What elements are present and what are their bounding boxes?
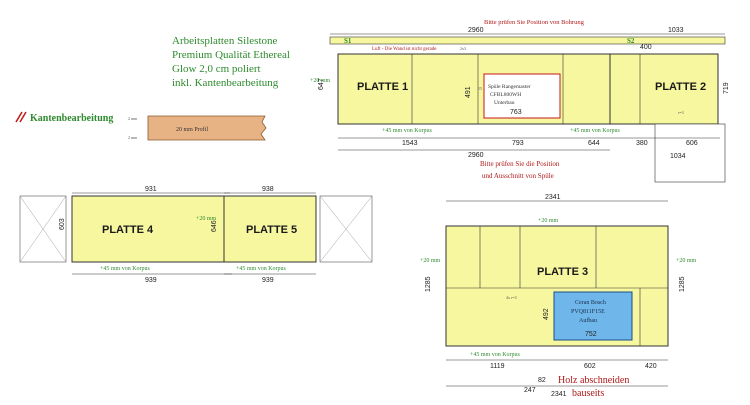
dim-719: 719	[723, 82, 730, 94]
hob-line-3: Aufbau	[579, 317, 597, 324]
edge-legend: Kantenbearbeitung 20 mm Profil 2 mm 2 mm	[15, 111, 267, 141]
radius-p2: r=3	[678, 110, 684, 115]
dim-938: 938	[262, 186, 274, 193]
plate-5-label: PLATTE 5	[246, 224, 297, 236]
overhang-p1: +45 mm von Korpus	[382, 128, 433, 134]
plate-4-label: PLATTE 4	[102, 224, 154, 236]
dim-602: 602	[584, 363, 596, 370]
sink-note-1: Bitte prüfen Sie die Position	[480, 160, 560, 168]
thickness-bottom: 2 mm	[128, 135, 138, 140]
dim-420: 420	[645, 363, 657, 370]
sink-note-2: und Ausschnitt von Spüle	[482, 172, 554, 180]
plus20-p3-top: +20 mm	[538, 218, 559, 224]
dim-939-b: 939	[262, 277, 274, 284]
dim-2960-top: 2960	[468, 27, 484, 34]
header-line-2: Premium Qualität Ethereal	[172, 49, 290, 61]
header-text: Arbeitsplatten Silestone Premium Qualitä…	[172, 35, 290, 89]
dim-491: 491	[465, 86, 472, 98]
dim-247: 247	[524, 387, 536, 394]
sink-line-1: Spüle Rangemaster	[488, 84, 531, 90]
dim-400: 400	[640, 44, 652, 51]
sink-line-2: CFBL800WH	[490, 92, 521, 98]
dim-380: 380	[636, 140, 648, 147]
edge-legend-label: Kantenbearbeitung	[30, 113, 113, 124]
dim-647: 647	[318, 78, 325, 90]
segment-strip	[329, 36, 726, 45]
plus20-p5: +20 mm	[196, 216, 217, 222]
wood-profile-shape	[147, 115, 267, 141]
plate-3-group: 2341 +20 mm +20 mm +20 mm PLATTE 3 Ceran…	[420, 194, 697, 399]
wood-note-2: bauseits	[572, 388, 604, 399]
dim-931: 931	[145, 186, 157, 193]
overhang-p4: +45 mm von Korpus	[100, 266, 151, 272]
header-line-1: Arbeitsplatten Silestone	[172, 35, 278, 47]
overhang-p5: +45 mm von Korpus	[236, 266, 287, 272]
hob-cutout	[553, 291, 633, 341]
hob-radius: 4x r=3	[506, 295, 517, 300]
sink-cutout	[483, 73, 561, 119]
plate-1-label: PLATTE 1	[357, 81, 408, 93]
cross-line	[319, 195, 373, 263]
dim-1034: 1034	[670, 153, 686, 160]
dim-793: 793	[512, 140, 524, 147]
plate-5-group: 938 PLATTE 5 +20 mm 646 +45 mm von Korpu…	[196, 186, 373, 284]
plate-4	[71, 195, 233, 263]
dim-763: 763	[510, 109, 522, 116]
dim-939-a: 939	[145, 277, 157, 284]
dim-2341-top: 2341	[545, 194, 561, 201]
profile-label: 20 mm Profil	[176, 126, 208, 133]
header-line-3: Glow 2,0 cm poliert	[172, 63, 261, 75]
dim-492: 492	[543, 308, 550, 320]
dim-1543: 1543	[402, 140, 418, 147]
segment-s1: S1	[344, 37, 352, 45]
edge-mark-icon	[15, 111, 23, 123]
thickness-top: 2 mm	[128, 116, 138, 121]
overhang-p2: +45 mm von Korpus	[570, 128, 621, 134]
plate-5	[223, 195, 317, 263]
hob-line-2: PVQ811F15E	[571, 309, 605, 315]
edge-mark-icon	[19, 111, 27, 123]
sink-top-note: Bitte prüfen Sie Position von Bohrung	[484, 19, 585, 26]
header-line-4: inkl. Kantenbearbeitung	[172, 77, 279, 89]
wood-note-1: Holz abschneiden	[558, 375, 629, 386]
hob-line-1: Ceran Bosch	[575, 300, 606, 306]
overhang-p3: +45 mm von Korpus	[470, 352, 521, 358]
plus20-p3-right: +20 mm	[676, 258, 697, 264]
plate-2-label: PLATTE 2	[655, 81, 706, 93]
dim-1285-right: 1285	[679, 276, 686, 292]
dim-1285-left: 1285	[425, 276, 432, 292]
dim-646: 646	[211, 220, 218, 232]
dim-1033: 1033	[668, 27, 684, 34]
dim-15: 15	[478, 86, 482, 91]
dim-82: 82	[538, 377, 546, 384]
top-layout: 2960 1033 Bitte prüfen Sie Position von …	[310, 19, 730, 183]
plate-3-label: PLATTE 3	[537, 266, 588, 278]
appliance-box	[654, 123, 726, 183]
plate-2	[609, 53, 719, 125]
dim-2960-bottom: 2960	[468, 152, 484, 159]
sink-line-3: Unterbau	[494, 100, 515, 106]
dim-603: 603	[59, 218, 66, 230]
plus20-top: +20 mm	[310, 78, 331, 84]
dim-2341-bottom: 2341	[551, 391, 567, 398]
cross-line	[19, 195, 67, 263]
plus20-p3-left: +20 mm	[420, 258, 441, 264]
segment-s2: S2	[627, 37, 635, 45]
dim-2x3: 2x3	[460, 46, 466, 51]
wall-note: Luft - Die Wand ist nicht gerade	[372, 47, 437, 52]
dim-606: 606	[686, 140, 698, 147]
dim-1119: 1119	[490, 363, 505, 370]
dim-644: 644	[588, 140, 600, 147]
dim-752: 752	[585, 331, 597, 338]
plate-4-group: 931 PLATTE 4 603 +45 mm von Korpus 939	[19, 186, 233, 284]
